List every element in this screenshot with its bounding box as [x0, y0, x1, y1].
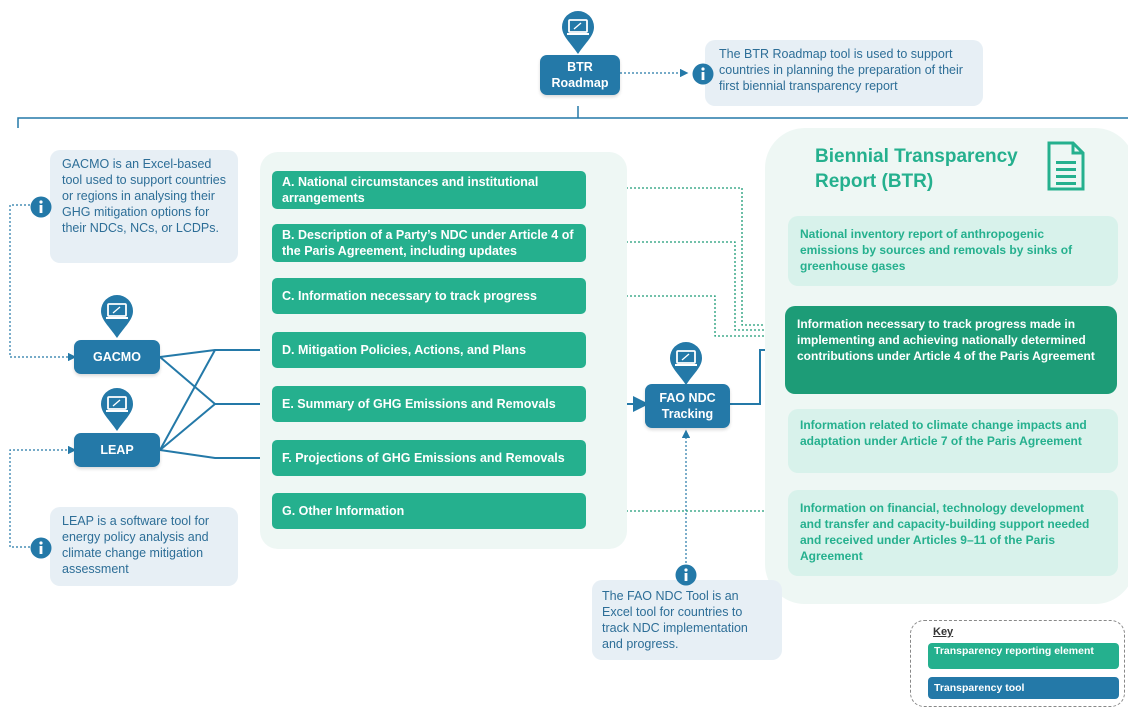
key-element: Transparency reporting element: [928, 643, 1119, 669]
fao-info: The FAO NDC Tool is an Excel tool for co…: [592, 580, 782, 660]
gacmo-info: GACMO is an Excel-based tool used to sup…: [50, 150, 238, 263]
laptop-pin-icon: [670, 342, 702, 385]
leap-tool[interactable]: LEAP: [74, 433, 160, 467]
info-icon[interactable]: [30, 537, 52, 559]
element-a[interactable]: A. National circumstances and institutio…: [272, 171, 586, 209]
gacmo-tool[interactable]: GACMO: [74, 340, 160, 374]
btr-item-adaptation: Information related to climate change im…: [788, 409, 1118, 473]
info-icon[interactable]: [692, 63, 714, 85]
element-c[interactable]: C. Information necessary to track progre…: [272, 278, 586, 314]
btr-roadmap-info: The BTR Roadmap tool is used to support …: [705, 40, 983, 106]
btr-item-track-progress: Information necessary to track progress …: [785, 306, 1117, 394]
key-tool: Transparency tool: [928, 677, 1119, 699]
element-g[interactable]: G. Other Information: [272, 493, 586, 529]
element-d[interactable]: D. Mitigation Policies, Actions, and Pla…: [272, 332, 586, 368]
info-icon[interactable]: [675, 564, 697, 586]
element-f[interactable]: F. Projections of GHG Emissions and Remo…: [272, 440, 586, 476]
btr-item-inventory: National inventory report of anthropogen…: [788, 216, 1118, 286]
fao-ndc-tracking-tool[interactable]: FAO NDC Tracking: [645, 384, 730, 428]
document-icon: [1047, 141, 1085, 191]
element-e[interactable]: E. Summary of GHG Emissions and Removals: [272, 386, 586, 422]
btr-roadmap-tool[interactable]: BTR Roadmap: [540, 55, 620, 95]
laptop-pin-icon: [562, 11, 594, 54]
btr-title: Biennial Transparency Report (BTR): [815, 146, 1018, 192]
top-bracket: [17, 117, 1128, 128]
info-icon[interactable]: [30, 196, 52, 218]
key-title: Key: [933, 626, 954, 638]
btr-item-support: Information on financial, technology dev…: [788, 490, 1118, 576]
laptop-pin-icon: [101, 295, 133, 338]
leap-info: LEAP is a software tool for energy polic…: [50, 507, 238, 586]
laptop-pin-icon: [101, 388, 133, 431]
element-b[interactable]: B. Description of a Party’s NDC under Ar…: [272, 224, 586, 262]
